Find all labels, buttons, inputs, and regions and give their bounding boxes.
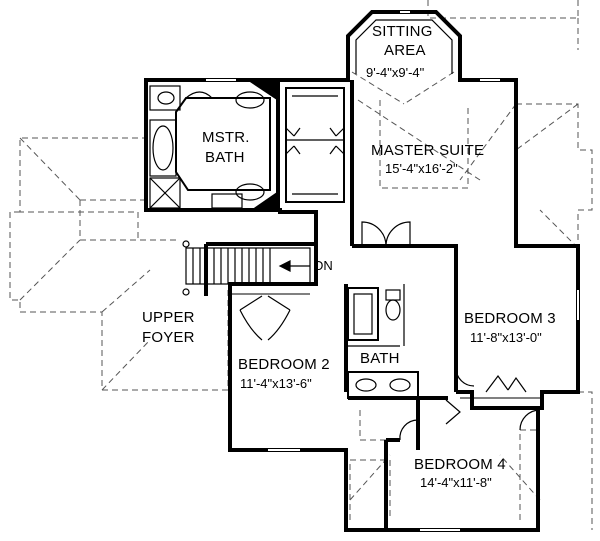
stair-direction-arrow bbox=[278, 260, 310, 272]
master-bath-fixtures bbox=[149, 79, 279, 211]
bedroom-4-label: BEDROOM 4 bbox=[414, 456, 506, 473]
sitting-area-label-line2: AREA bbox=[384, 42, 426, 59]
upper-foyer-label-line1: UPPER bbox=[142, 309, 195, 326]
upper-foyer-label-line2: FOYER bbox=[142, 329, 195, 346]
bath-fixtures bbox=[346, 284, 419, 399]
roof-outline-left bbox=[9, 137, 229, 391]
bedroom-4-dimensions: 14'-4"x11'-8" bbox=[420, 475, 492, 490]
bedroom-2-dimensions: 11'-4"x13'-6" bbox=[240, 376, 312, 391]
master-bath-label-line1: MSTR. bbox=[202, 129, 250, 146]
sitting-area-dimensions: 9'-4"x9'-4" bbox=[366, 65, 425, 80]
closet-rods bbox=[230, 293, 540, 399]
staircase bbox=[182, 240, 311, 296]
stairs-down-label: DN bbox=[314, 258, 333, 273]
door-swings bbox=[239, 221, 541, 441]
master-suite-dimensions: 15'-4"x16'-2" bbox=[385, 161, 458, 176]
bedroom-2-label: BEDROOM 2 bbox=[238, 356, 330, 373]
walk-in-closets bbox=[285, 87, 345, 203]
roof-outline-right bbox=[349, 0, 593, 530]
bedroom-3-label: BEDROOM 3 bbox=[464, 310, 556, 327]
master-suite-label: MASTER SUITE bbox=[371, 142, 485, 159]
master-bath-label-line2: BATH bbox=[205, 149, 245, 166]
bath-label: BATH bbox=[360, 350, 400, 367]
bedroom-3-dimensions: 11'-8"x13'-0" bbox=[470, 330, 542, 345]
sitting-area-label-line1: SITTING bbox=[372, 23, 433, 40]
window-marks bbox=[206, 11, 579, 531]
